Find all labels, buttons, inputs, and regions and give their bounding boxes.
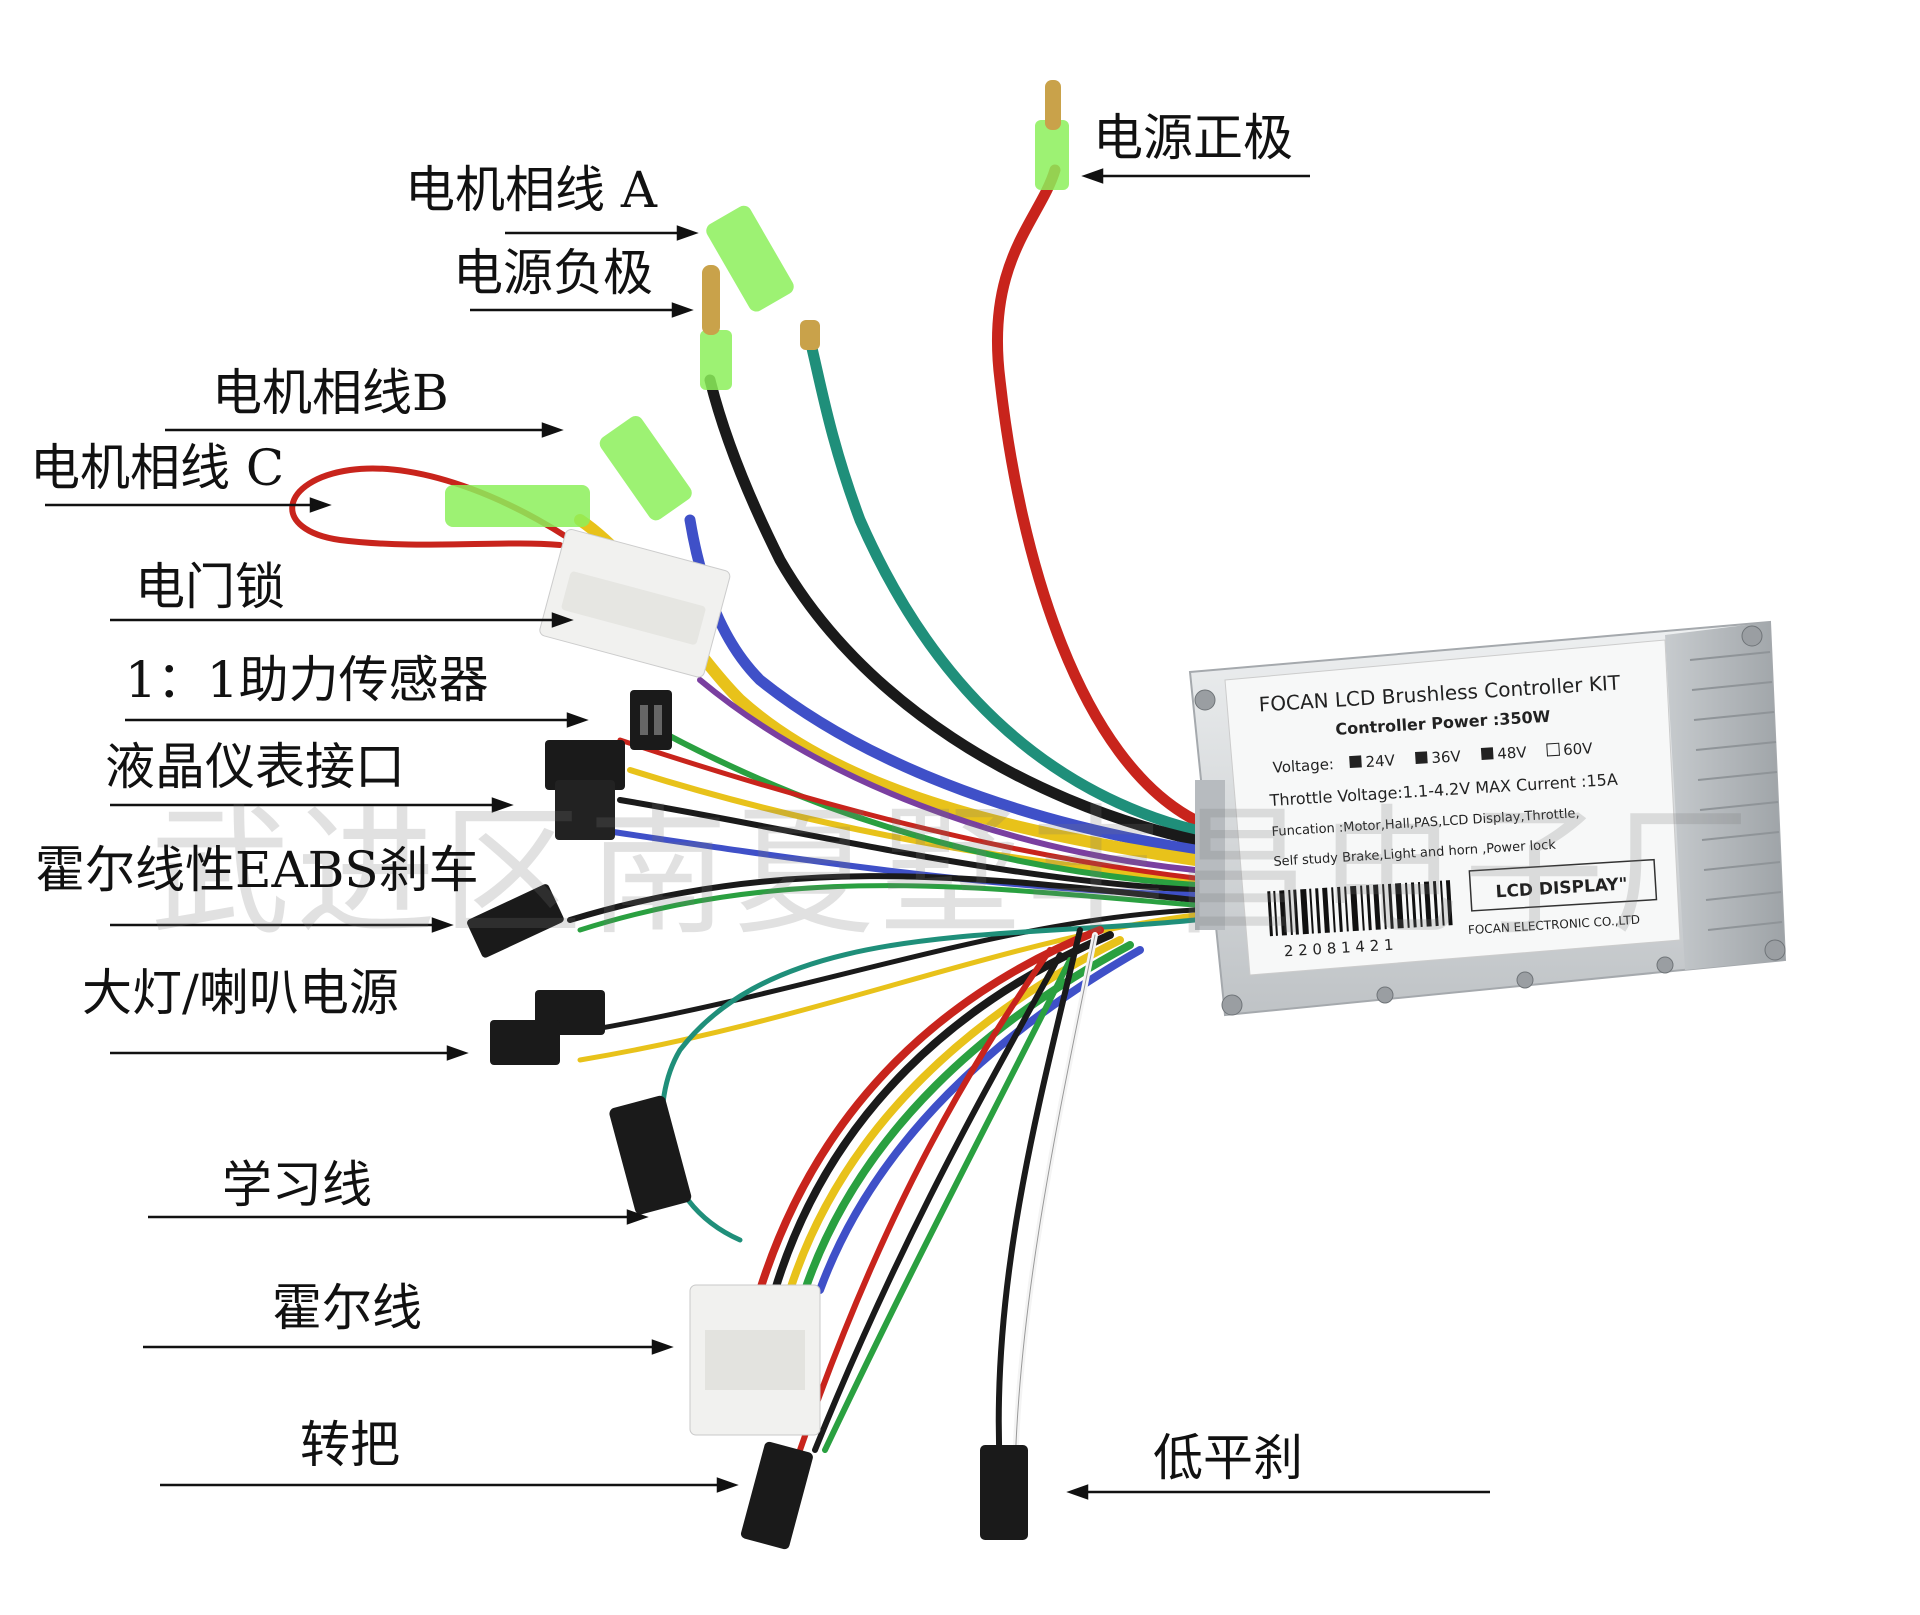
label-motor-phase-a: 电机相线 A bbox=[405, 161, 658, 219]
label-ignition-lock: 电门锁 bbox=[135, 558, 285, 616]
terminal-phase-b bbox=[599, 416, 692, 521]
wire-power-positive bbox=[991, 164, 1201, 826]
connectors bbox=[445, 80, 1069, 1550]
label-learning-wire: 学习线 bbox=[222, 1156, 372, 1214]
connector-learning bbox=[609, 1095, 692, 1215]
connector-throttle bbox=[740, 1441, 813, 1550]
label-low-level-brake: 低平刹 bbox=[1153, 1429, 1303, 1487]
controller-box: FOCAN LCD Brushless Controller KIT Contr… bbox=[1188, 620, 1787, 1017]
terminal-power-negative bbox=[700, 330, 732, 390]
voltage-48v: 48V bbox=[1497, 743, 1528, 763]
label-light-horn-power: 大灯/喇叭电源 bbox=[82, 964, 399, 1022]
wire-phase-a bbox=[804, 334, 1201, 836]
barcode bbox=[1267, 880, 1453, 937]
label-hall-wire: 霍尔线 bbox=[272, 1279, 422, 1337]
label-power-negative: 电源负极 bbox=[453, 244, 653, 302]
wire-pas bbox=[697, 677, 1198, 873]
voltage-label: Voltage: bbox=[1272, 755, 1334, 777]
connector-light-horn-2 bbox=[490, 1020, 560, 1065]
voltage-60v: 60V bbox=[1563, 739, 1594, 759]
label-motor-phase-c: 电机相线 C bbox=[30, 439, 285, 497]
voltage-24v: 24V bbox=[1365, 751, 1396, 771]
wire-power-negative bbox=[704, 374, 1201, 846]
connector-eabs bbox=[467, 884, 564, 958]
terminal-power-positive bbox=[1035, 120, 1069, 190]
connector-pas bbox=[630, 690, 672, 750]
label-eabs-brake: 霍尔线性EABS刹车 bbox=[35, 841, 479, 899]
terminal-phase-c bbox=[445, 485, 590, 527]
label-power-positive: 电源正极 bbox=[1093, 109, 1293, 167]
connector-low-brake bbox=[980, 1445, 1028, 1540]
label-pas-sensor: 1：1助力传感器 bbox=[125, 651, 489, 709]
terminal-phase-a bbox=[706, 205, 794, 312]
pointer-arrows bbox=[45, 168, 1490, 1500]
watermark: 武进区南夏墅丰昌电子厂 bbox=[150, 792, 1757, 955]
label-throttle: 转把 bbox=[300, 1416, 400, 1474]
voltage-36v: 36V bbox=[1431, 747, 1462, 767]
label-motor-phase-b: 电机相线B bbox=[212, 364, 449, 422]
label-lcd-interface: 液晶仪表接口 bbox=[105, 738, 405, 796]
connector-lcd bbox=[545, 740, 625, 790]
